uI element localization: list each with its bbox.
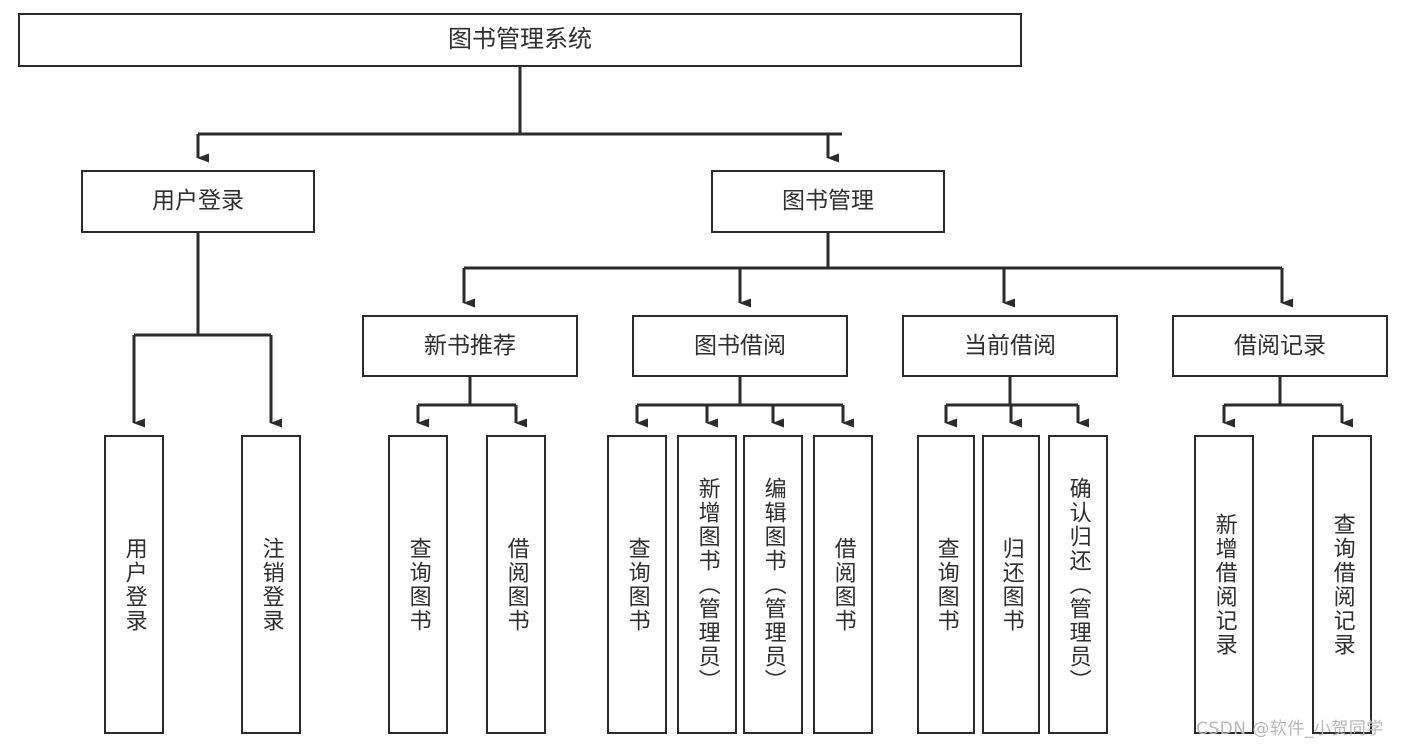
node-book-management-label: 图书管理 (782, 188, 874, 215)
node-leaf-query-book-3[interactable]: 查询图书 (917, 435, 975, 734)
node-leaf-query-borrow-record[interactable]: 查询借阅记录 (1312, 435, 1372, 734)
node-root-label: 图书管理系统 (448, 25, 592, 54)
node-leaf-add-book[interactable]: 新增图书（管理员） (677, 435, 737, 734)
node-leaf-query-book-1-label: 查询图书 (405, 536, 431, 633)
node-leaf-add-book-label: 新增图书（管理员） (694, 476, 720, 693)
node-leaf-return-book[interactable]: 归还图书 (982, 435, 1040, 734)
node-book-borrow-label: 图书借阅 (694, 332, 786, 359)
node-leaf-logout[interactable]: 注销登录 (241, 435, 301, 734)
node-leaf-user-login[interactable]: 用户登录 (104, 435, 164, 734)
node-leaf-borrow-book-2[interactable]: 借阅图书 (813, 435, 873, 734)
node-leaf-query-book-2[interactable]: 查询图书 (607, 435, 667, 734)
node-leaf-borrow-book-2-label: 借阅图书 (830, 536, 856, 633)
node-leaf-query-book-3-label: 查询图书 (933, 536, 959, 633)
node-leaf-edit-book-label: 编辑图书（管理员） (760, 476, 786, 693)
node-leaf-return-book-label: 归还图书 (998, 536, 1024, 633)
node-leaf-user-login-label: 用户登录 (121, 536, 147, 633)
node-leaf-borrow-book-1[interactable]: 借阅图书 (486, 435, 546, 734)
node-leaf-confirm-return[interactable]: 确认归还（管理员） (1048, 435, 1108, 734)
node-current-borrow[interactable]: 当前借阅 (902, 315, 1118, 377)
node-leaf-query-book-2-label: 查询图书 (624, 536, 650, 633)
node-root[interactable]: 图书管理系统 (18, 13, 1022, 67)
node-book-borrow[interactable]: 图书借阅 (632, 315, 848, 377)
node-leaf-borrow-book-1-label: 借阅图书 (503, 536, 529, 633)
node-user-login-label: 用户登录 (152, 188, 244, 215)
node-new-book-recommend[interactable]: 新书推荐 (362, 315, 578, 377)
node-borrow-record-label: 借阅记录 (1234, 332, 1326, 359)
node-new-book-recommend-label: 新书推荐 (424, 332, 516, 359)
node-leaf-query-book-1[interactable]: 查询图书 (388, 435, 448, 734)
node-leaf-logout-label: 注销登录 (258, 536, 284, 633)
node-leaf-confirm-return-label: 确认归还（管理员） (1065, 476, 1091, 693)
node-leaf-add-borrow-record-label: 新增借阅记录 (1211, 512, 1237, 657)
node-borrow-record[interactable]: 借阅记录 (1172, 315, 1388, 377)
node-user-login[interactable]: 用户登录 (81, 170, 315, 233)
node-leaf-edit-book[interactable]: 编辑图书（管理员） (743, 435, 803, 734)
node-leaf-add-borrow-record[interactable]: 新增借阅记录 (1194, 435, 1254, 734)
node-current-borrow-label: 当前借阅 (964, 332, 1056, 359)
node-book-management[interactable]: 图书管理 (711, 170, 945, 233)
node-leaf-query-borrow-record-label: 查询借阅记录 (1329, 512, 1355, 657)
